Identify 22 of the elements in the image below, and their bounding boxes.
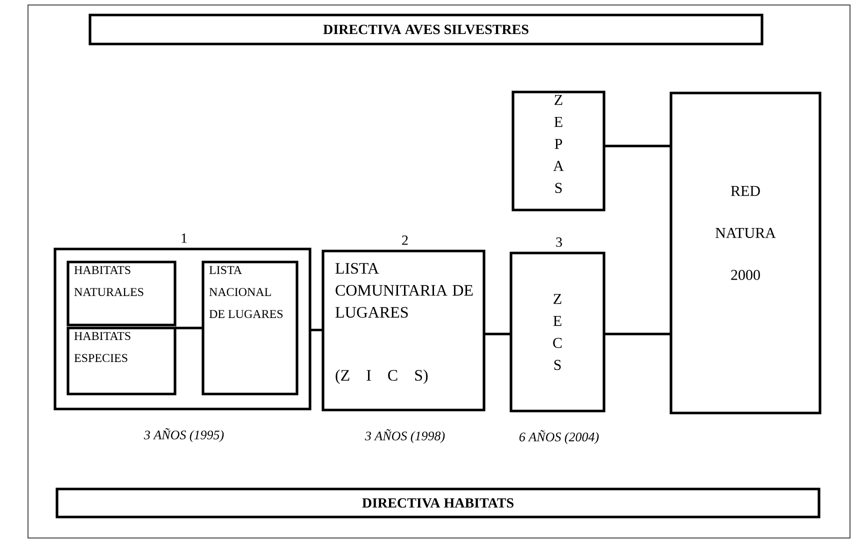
step-number: 2	[402, 236, 408, 245]
process-box: RED NATURA 2000	[670, 92, 822, 414]
step-number: 3	[556, 237, 562, 247]
connector-line	[310, 328, 323, 332]
duration-label: 3 AÑOS (1995)	[144, 428, 224, 442]
step-number: 1	[182, 234, 187, 243]
connector-line	[174, 326, 204, 330]
process-box: HABITATS ESPECIES	[66, 326, 176, 396]
node-label: (Z I C S)	[336, 369, 428, 384]
process-box: LISTA COMUNITARIA DE LUGARES (Z I C S)	[322, 250, 486, 412]
process-box: HABITATS NATURALES	[66, 260, 176, 326]
process-box: Z E C S	[510, 252, 606, 412]
process-box: LISTA NACIONAL DE LUGARES	[202, 260, 298, 396]
node-label: LISTA COMUNITARIA DE LUGARES	[335, 263, 473, 318]
duration-label: 6 AÑOS (2004)	[519, 430, 599, 444]
connector-line	[604, 144, 671, 148]
banner-box: DIRECTIVA HABITATS	[56, 488, 820, 518]
connector-line	[604, 332, 671, 336]
connector-line	[484, 332, 511, 336]
duration-label: 3 AÑOS (1998)	[364, 429, 445, 443]
banner-box: DIRECTIVA AVES SILVESTRES	[88, 14, 764, 46]
process-box: Z E P A S	[512, 90, 606, 212]
